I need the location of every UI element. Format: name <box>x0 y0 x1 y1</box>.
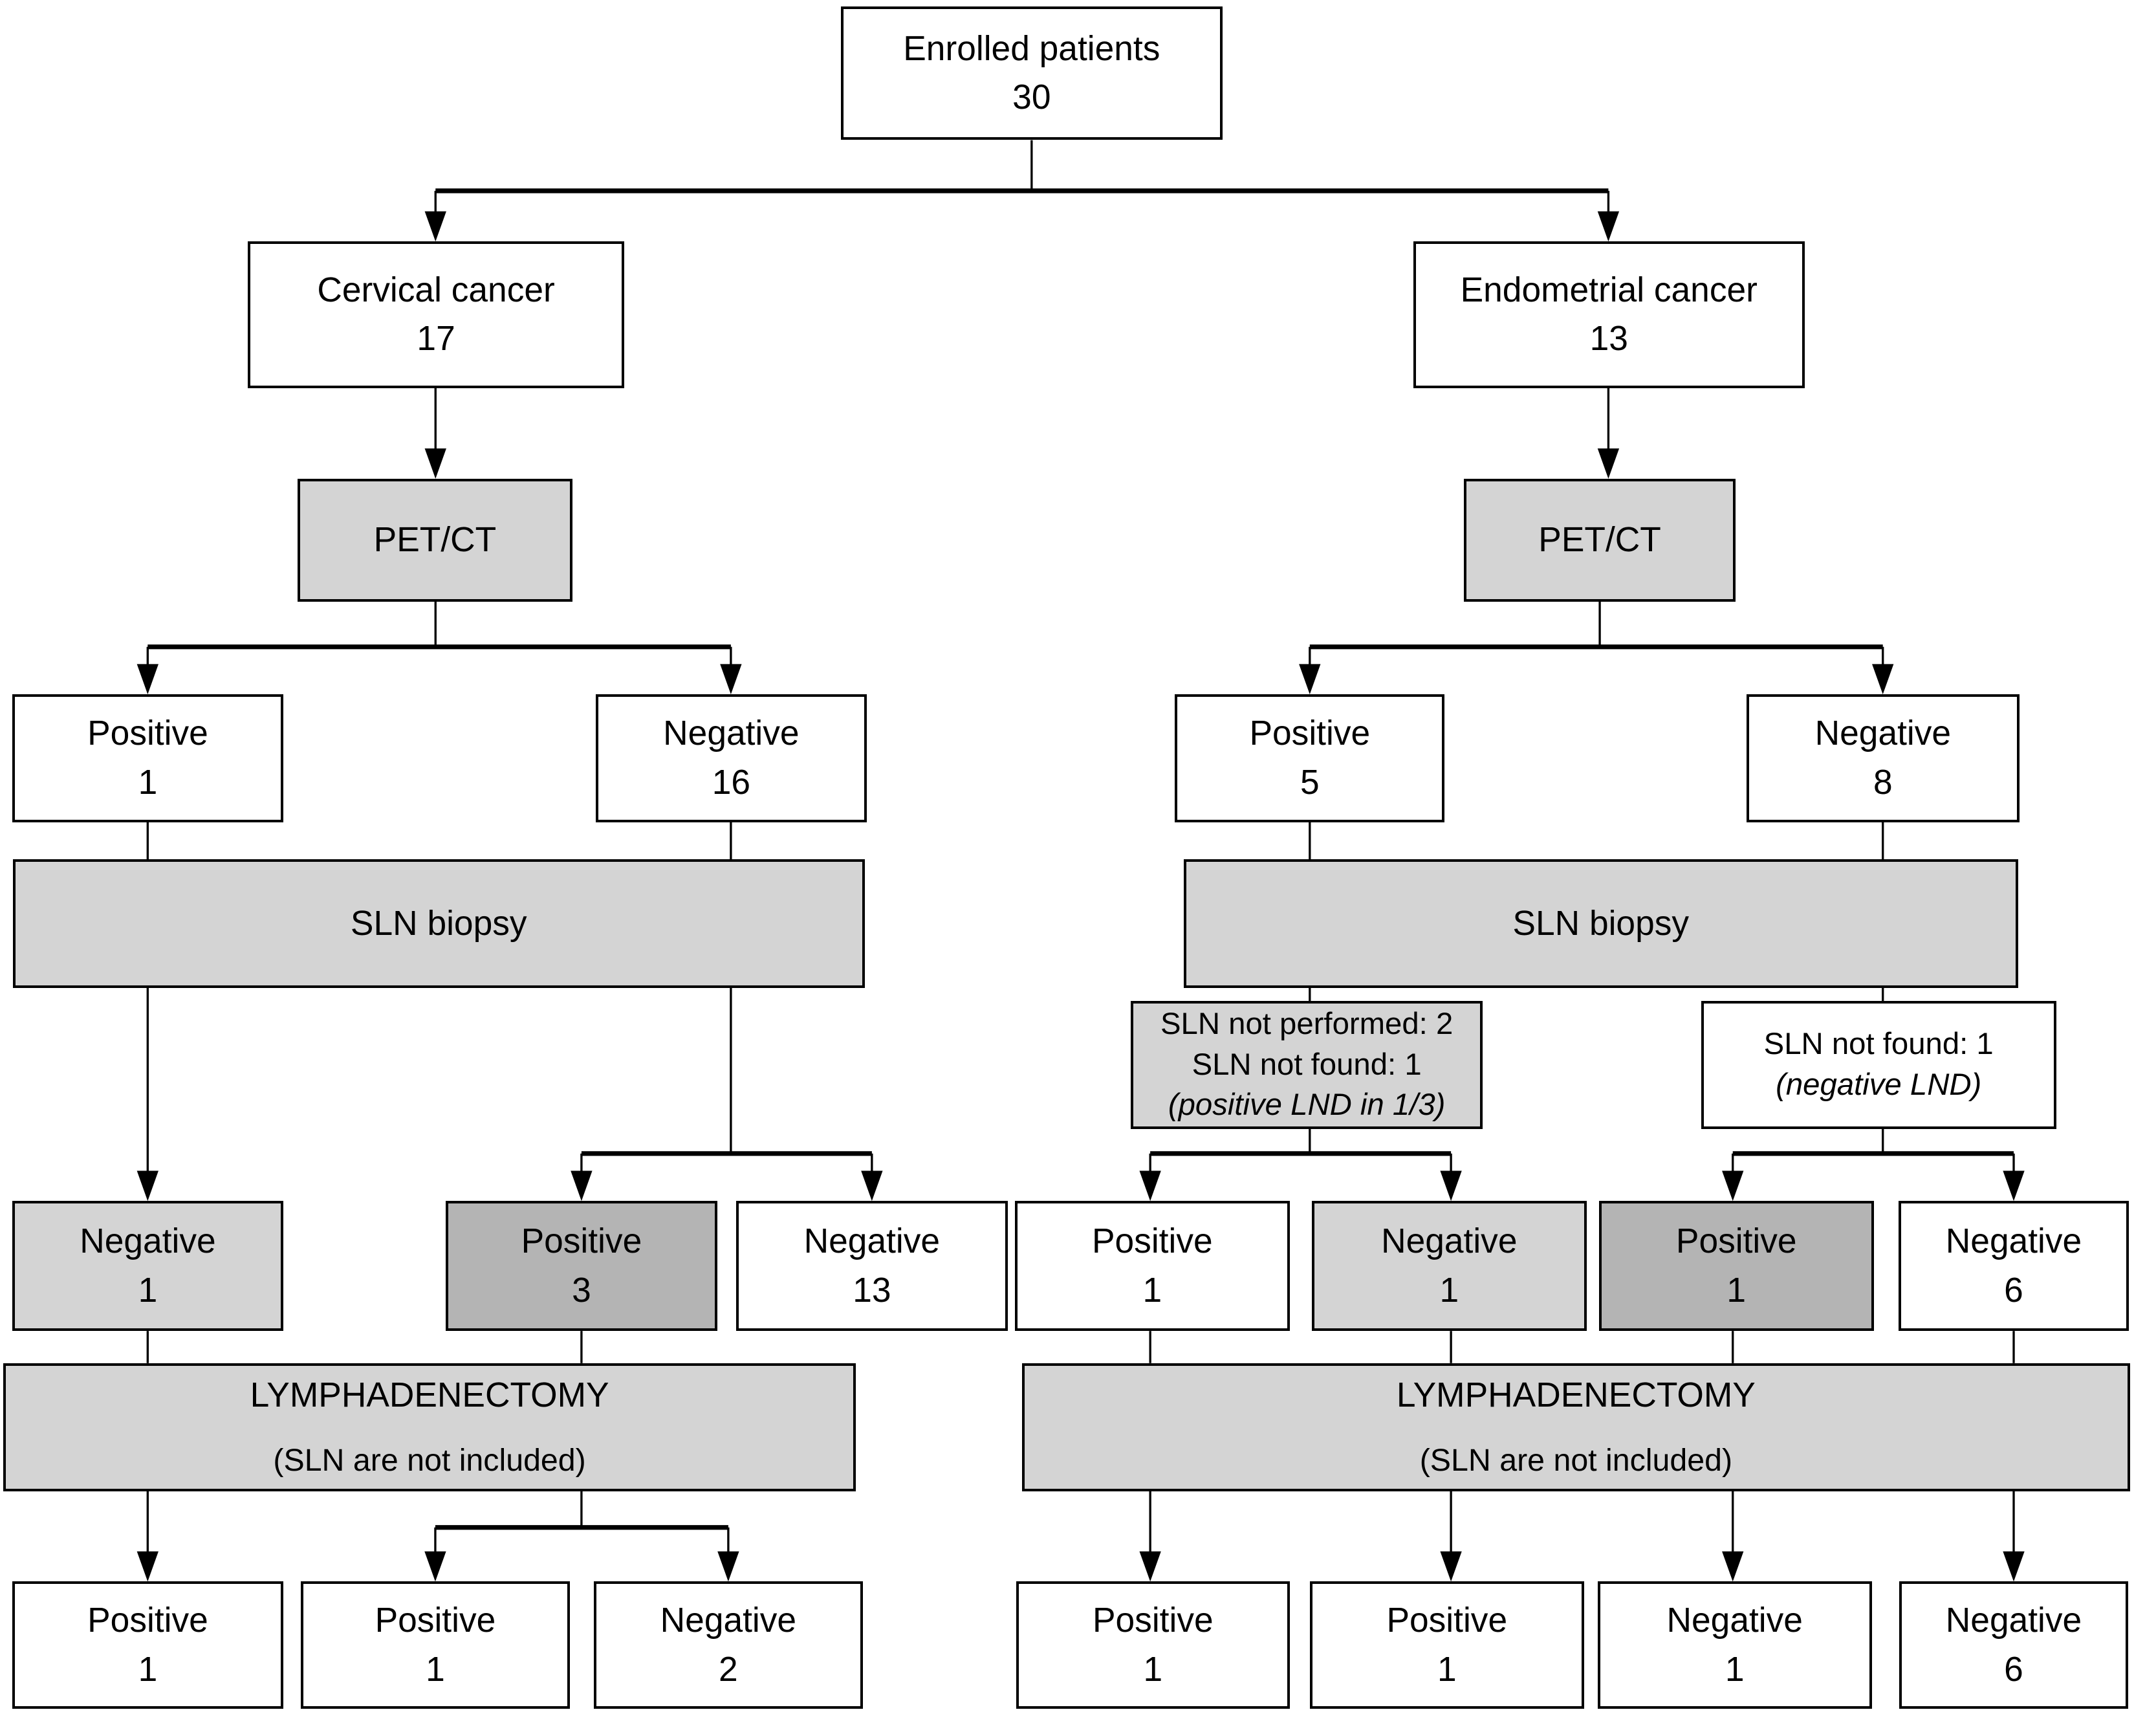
node-label: Negative <box>1666 1601 1803 1640</box>
node-label: PET/CT <box>373 520 497 559</box>
note-sln-not-found: SLN not found: 1 (negative LND) <box>1701 1000 2056 1129</box>
node-petct-left-negative: Negative 16 <box>595 694 867 822</box>
bar-subtitle: (SLN are not included) <box>273 1443 586 1478</box>
node-count: 6 <box>2004 1650 2023 1689</box>
node-label: Positive <box>1386 1601 1508 1640</box>
node-sln-right-negative-6: Negative 6 <box>1899 1201 2129 1331</box>
node-label: Negative <box>660 1601 797 1640</box>
node-count: 1 <box>1439 1271 1459 1310</box>
node-petct-cervical: PET/CT <box>297 478 572 602</box>
node-label: Cervical cancer <box>317 270 555 309</box>
node-enrolled-patients: Enrolled patients 30 <box>840 6 1223 140</box>
node-label: PET/CT <box>1538 520 1661 559</box>
node-petct-right-negative: Negative 8 <box>1746 694 2020 822</box>
node-count: 1 <box>138 1271 158 1310</box>
node-label: Negative <box>1945 1601 2082 1640</box>
node-petct-right-positive: Positive 5 <box>1175 694 1445 822</box>
bar-label: SLN biopsy <box>350 904 527 943</box>
note-line: SLN not found: 1 <box>1763 1027 1994 1062</box>
node-lnd-right-positive-1: Positive 1 <box>1016 1581 1290 1709</box>
node-label: Positive <box>1675 1222 1797 1260</box>
bar-label: LYMPHADENECTOMY <box>250 1376 609 1415</box>
node-label: Negative <box>80 1222 216 1260</box>
node-label: Negative <box>663 714 800 753</box>
node-count: 1 <box>138 1650 158 1689</box>
node-petct-left-positive: Positive 1 <box>12 694 283 822</box>
node-label: Negative <box>1381 1222 1518 1260</box>
node-count: 13 <box>853 1271 891 1310</box>
node-count: 1 <box>138 763 158 802</box>
node-count: 16 <box>712 763 751 802</box>
bar-lymphadenectomy-left: LYMPHADENECTOMY (SLN are not included) <box>3 1363 856 1491</box>
node-label: Enrolled patients <box>903 29 1160 68</box>
bar-label: SLN biopsy <box>1512 904 1690 943</box>
node-count: 5 <box>1300 763 1320 802</box>
bar-sln-biopsy-right: SLN biopsy <box>1183 859 2018 988</box>
node-label: Positive <box>1092 1601 1214 1640</box>
node-label: Negative <box>1814 714 1952 753</box>
node-label: Positive <box>87 714 208 753</box>
node-lnd-right-negative-6: Negative 6 <box>1899 1581 2128 1709</box>
node-label: Endometrial cancer <box>1460 270 1758 309</box>
note-line: SLN not found: 1 <box>1192 1047 1422 1082</box>
node-sln-right-positive: Positive 1 <box>1014 1201 1290 1331</box>
node-count: 6 <box>2004 1271 2023 1310</box>
node-sln-right-negative: Negative 1 <box>1311 1201 1587 1331</box>
node-label: Positive <box>1091 1222 1213 1260</box>
note-line-italic: (positive LND in 1/3) <box>1168 1088 1446 1123</box>
node-sln-left-positive: Positive 3 <box>445 1201 717 1331</box>
node-count: 13 <box>1589 320 1628 358</box>
node-lnd-left-positive-1: Positive 1 <box>12 1581 283 1709</box>
node-count: 3 <box>572 1271 591 1310</box>
node-count: 30 <box>1012 78 1051 117</box>
node-label: Negative <box>803 1222 941 1260</box>
node-count: 1 <box>1726 1271 1747 1310</box>
note-line: SLN not performed: 2 <box>1160 1007 1454 1042</box>
node-sln-left-negative: Negative 1 <box>12 1201 283 1331</box>
node-count: 1 <box>1143 1650 1163 1689</box>
node-petct-endometrial: PET/CT <box>1464 478 1736 602</box>
node-count: 1 <box>1437 1650 1457 1689</box>
node-label: Positive <box>375 1601 496 1640</box>
node-label: Positive <box>521 1222 642 1260</box>
bar-sln-biopsy-left: SLN biopsy <box>12 859 865 988</box>
node-lnd-right-positive-2: Positive 1 <box>1309 1581 1584 1709</box>
node-count: 17 <box>417 320 455 358</box>
node-lnd-left-negative: Negative 2 <box>593 1581 863 1709</box>
node-lnd-left-positive-2: Positive 1 <box>300 1581 570 1709</box>
bar-subtitle: (SLN are not included) <box>1419 1443 1733 1478</box>
node-endometrial-cancer: Endometrial cancer 13 <box>1413 241 1805 388</box>
node-label: Positive <box>1249 714 1371 753</box>
node-count: 2 <box>719 1650 738 1689</box>
node-label: Positive <box>87 1601 208 1640</box>
bar-lymphadenectomy-right: LYMPHADENECTOMY (SLN are not included) <box>1021 1363 2130 1491</box>
bar-label: LYMPHADENECTOMY <box>1396 1376 1756 1415</box>
node-label: Negative <box>1945 1222 2082 1260</box>
node-sln-left-negative-13: Negative 13 <box>735 1201 1008 1331</box>
node-sln-right-positive-2: Positive 1 <box>1598 1201 1874 1331</box>
node-cervical-cancer: Cervical cancer 17 <box>248 241 624 388</box>
note-line-italic: (negative LND) <box>1776 1067 1982 1102</box>
note-sln-not-performed: SLN not performed: 2 SLN not found: 1 (p… <box>1131 1000 1483 1129</box>
node-count: 1 <box>1725 1650 1745 1689</box>
node-count: 1 <box>426 1650 445 1689</box>
node-count: 1 <box>1142 1271 1162 1310</box>
node-count: 8 <box>1873 763 1893 802</box>
node-lnd-right-negative-1: Negative 1 <box>1597 1581 1872 1709</box>
